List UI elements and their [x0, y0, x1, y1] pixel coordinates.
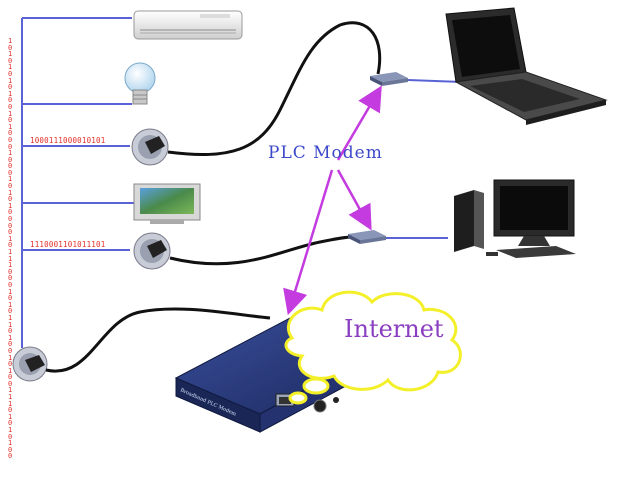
arrow-to-upper-modem — [336, 85, 382, 161]
bitstream-lower: 1110001101011101 — [30, 240, 106, 249]
air-conditioner-icon — [133, 10, 243, 40]
power-plug-icon — [12, 346, 48, 382]
bitstream-vertical: 1010101010010100010001010100001011100010… — [8, 37, 13, 461]
light-bulb-icon — [124, 62, 156, 105]
cable-to-lower-modem — [169, 235, 353, 266]
power-plug-icon — [131, 128, 169, 166]
cable-to-upper-modem — [167, 21, 382, 156]
cable-to-broadband-modem — [45, 307, 271, 373]
arrow-to-lower-modem — [336, 169, 372, 231]
internet-label: Internet — [344, 315, 444, 343]
plc-modem-label: PLC Modem — [268, 143, 383, 163]
desktop-computer-icon — [454, 179, 576, 258]
arrow-to-broadband-modem — [283, 169, 334, 316]
link-to-laptop — [407, 79, 463, 83]
television-icon — [133, 183, 201, 224]
power-plug-icon — [133, 232, 171, 270]
laptop-icon — [445, 7, 608, 125]
plc-modem-icon — [348, 230, 386, 244]
bitstream-upper: 1000111000010101 — [30, 136, 106, 145]
plc-modem-icon — [370, 72, 408, 86]
internet-cloud-icon — [284, 290, 462, 405]
